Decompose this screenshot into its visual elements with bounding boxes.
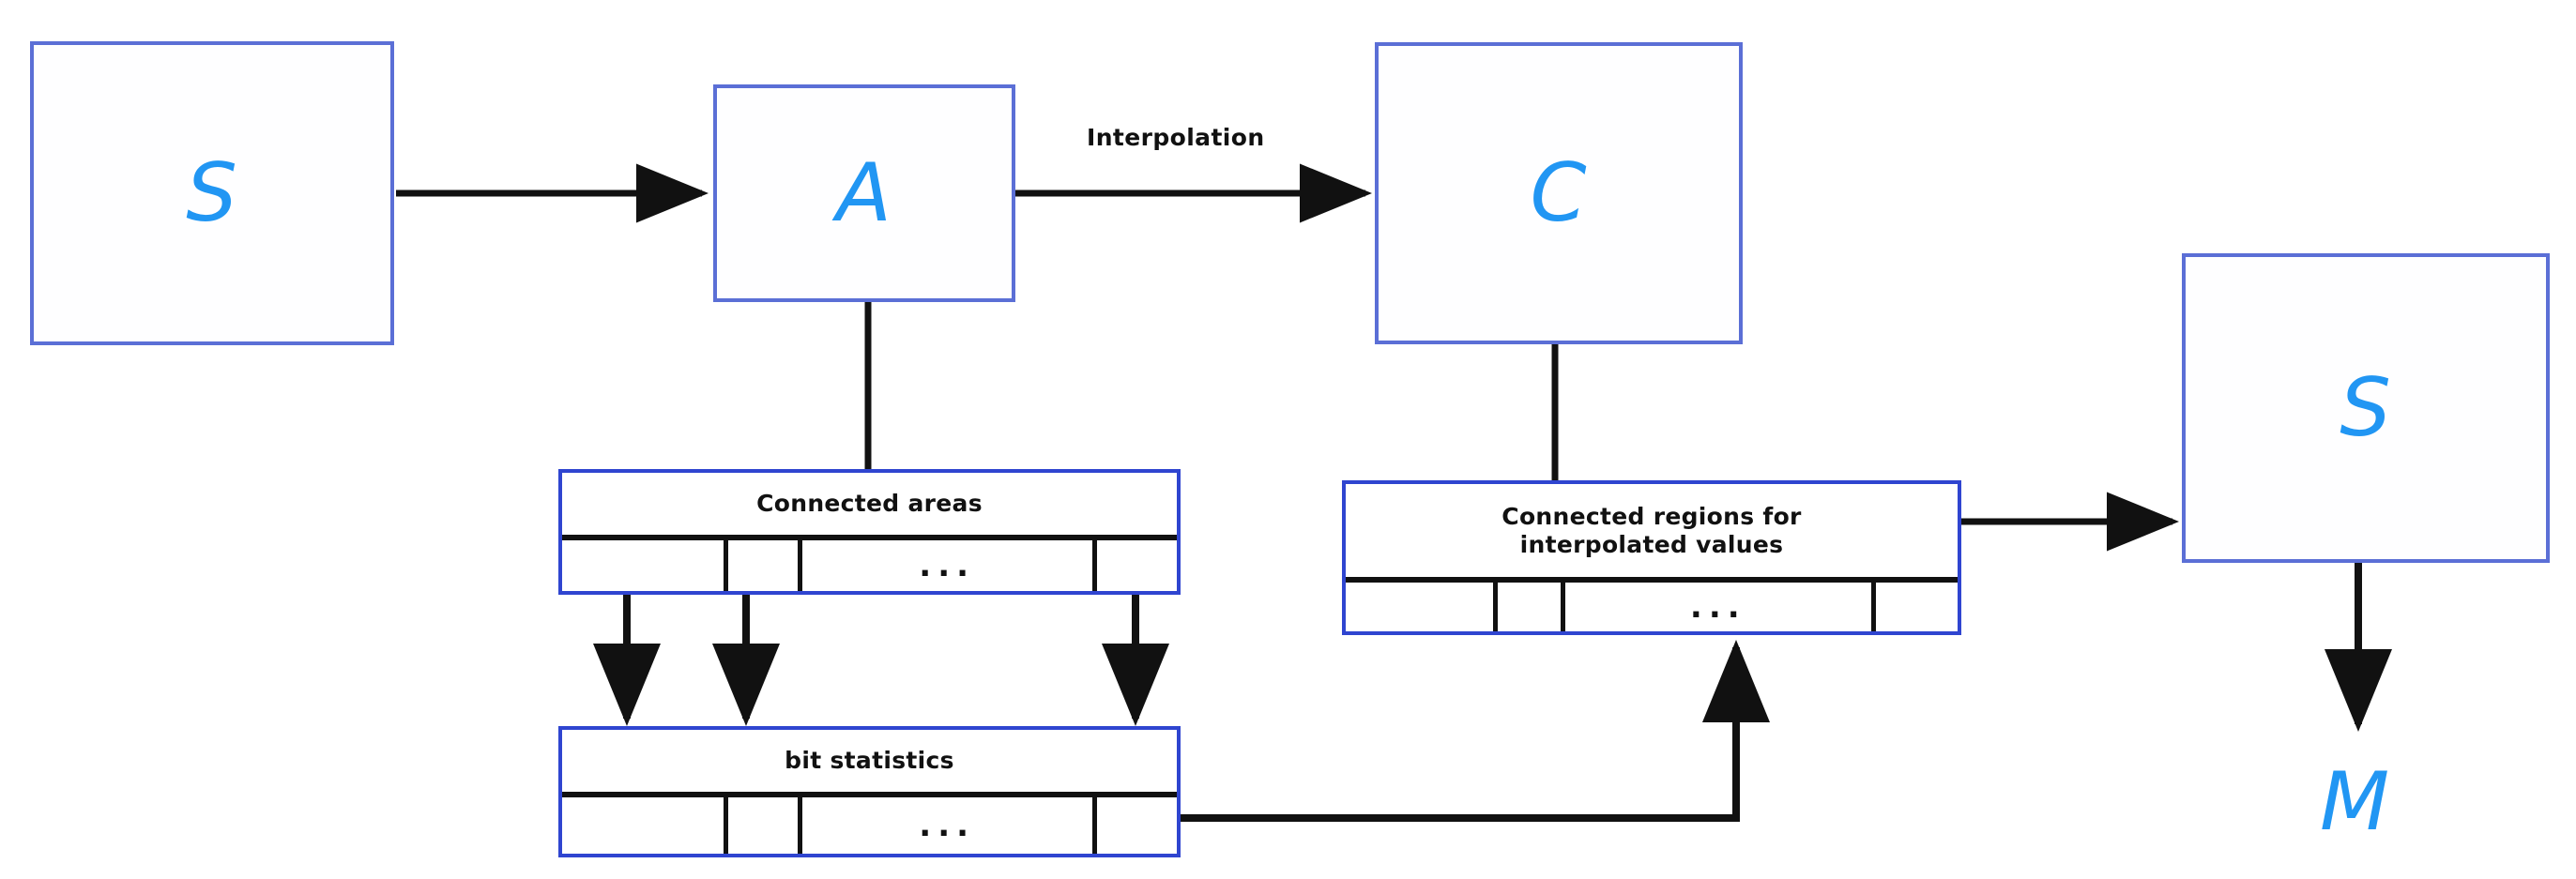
node-stego-image[interactable]: S [2182,253,2550,563]
table-connected-areas[interactable]: Connected areas ... [558,469,1181,595]
node-interpolated-block[interactable]: C [1375,42,1743,344]
node-stego-image-label: S [2340,361,2392,455]
edge-bits-to-regions [1181,640,1770,822]
table-bit-statistics-header: bit statistics [562,730,1177,797]
table-cell[interactable] [562,540,729,591]
table-cell[interactable] [728,540,802,591]
node-interpolated-block-label: C [1530,146,1588,240]
node-approx-block-label: A [836,146,892,240]
table-connected-regions-header: Connected regions for interpolated value… [1346,484,1958,583]
table-connected-areas-cells: ... [562,540,1177,591]
table-connected-areas-header: Connected areas [562,473,1177,540]
message-label: M [2320,755,2390,849]
table-cell[interactable]: ... [802,797,1097,854]
table-cell[interactable] [1346,583,1499,631]
table-cell[interactable]: ... [802,540,1097,591]
table-cell[interactable] [1876,583,1958,631]
table-cell[interactable] [1097,540,1177,591]
table-cell[interactable]: ... [1565,583,1876,631]
table-cell[interactable] [728,797,802,854]
table-connected-regions[interactable]: Connected regions for interpolated value… [1342,480,1961,635]
node-approx-block[interactable]: A [713,84,1015,302]
node-cover-image-label: S [186,146,238,240]
table-cell[interactable] [1097,797,1177,854]
table-bit-statistics-cells: ... [562,797,1177,854]
table-cell[interactable] [562,797,729,854]
table-bit-statistics[interactable]: bit statistics ... [558,726,1181,857]
node-cover-image[interactable]: S [30,41,394,345]
table-cell[interactable] [1498,583,1565,631]
table-connected-regions-cells: ... [1346,583,1958,631]
edge-label-interpolation: Interpolation [1087,124,1265,151]
